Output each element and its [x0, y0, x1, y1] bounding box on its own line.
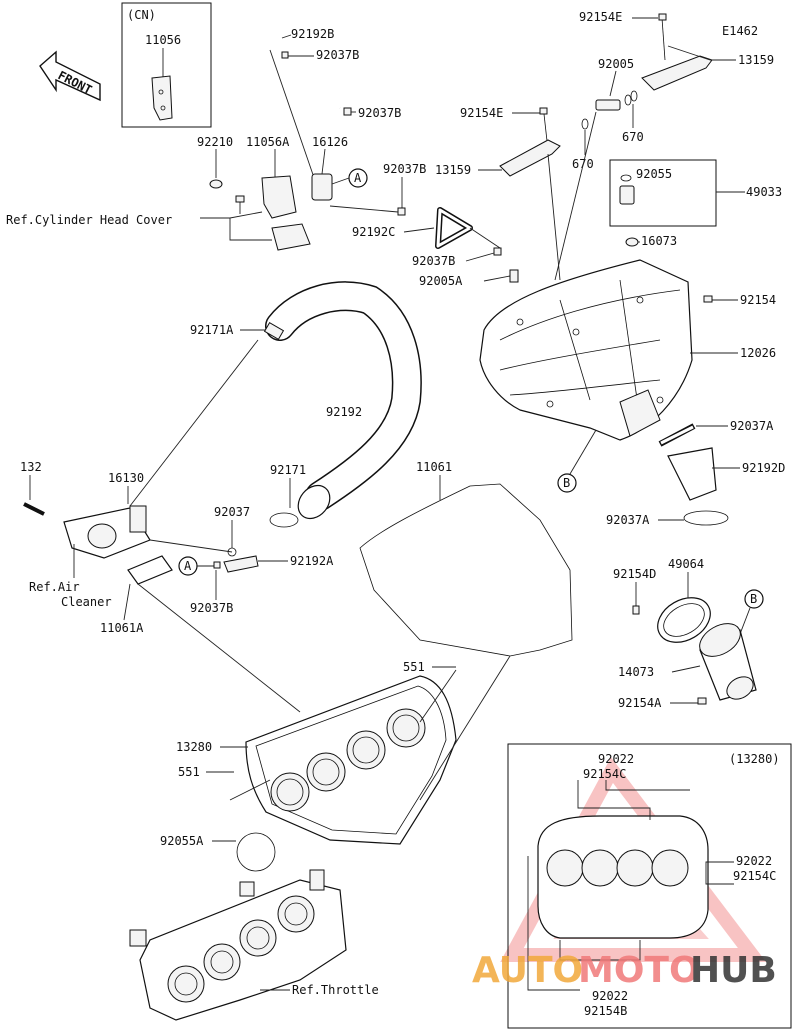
label-13159-1: 13159 — [738, 53, 774, 67]
label-92192B: 92192B — [291, 27, 334, 41]
label-92037A-1: 92037A — [730, 419, 774, 433]
label-92171: 92171 — [270, 463, 306, 477]
label-92037: 92037 — [214, 505, 250, 519]
label-551-1: 551 — [403, 660, 425, 674]
label-92171A: 92171A — [190, 323, 234, 337]
label-92005: 92005 — [598, 57, 634, 71]
inset-cn-tag: (CN) — [127, 8, 156, 22]
label-14073: 14073 — [618, 665, 654, 679]
label-92192C: 92192C — [352, 225, 395, 239]
label-92037B-5: 92037B — [190, 601, 233, 615]
label-92037B-1: 92037B — [316, 48, 359, 62]
bracket-11056A — [261, 175, 297, 219]
label-132: 132 — [20, 460, 42, 474]
callout-a-top-text: A — [354, 171, 362, 185]
label-92037B-2: 92037B — [358, 106, 401, 120]
callout-a-left-text: A — [184, 559, 192, 573]
inset-13280-top-a: 92022 — [598, 752, 634, 766]
inset-13280-bottom-b: 92154B — [584, 1004, 627, 1018]
label-ref-air-1: Ref.Air — [29, 580, 80, 594]
label-16130: 16130 — [108, 471, 144, 485]
label-92037A-2: 92037A — [606, 513, 650, 527]
watermark-moto: MOTO — [578, 950, 700, 991]
label-92154: 92154 — [740, 293, 776, 307]
inset-13280: (13280) 92022 92154C 92022 92154C 92022 … — [507, 743, 792, 1029]
bracket-13159-2 — [499, 139, 561, 177]
label-92037B-3: 92037B — [383, 162, 426, 176]
label-92005A: 92005A — [419, 274, 463, 288]
watermark-hub: HUB — [690, 950, 777, 991]
label-13280: 13280 — [176, 740, 212, 754]
label-92154E-1: 92154E — [579, 10, 622, 24]
label-670-2: 670 — [572, 157, 594, 171]
label-ref-cylinder: Ref.Cylinder Head Cover — [6, 213, 172, 227]
air-cleaner-housing-12026 — [479, 259, 693, 441]
valve-16126 — [311, 173, 333, 201]
label-551-2: 551 — [178, 765, 200, 779]
inset-cn-part: 11056 — [145, 33, 181, 47]
callout-b-right — [744, 589, 764, 609]
diagram-code: E1462 — [722, 24, 758, 38]
inset-13280-bottom-a: 92022 — [592, 989, 628, 1003]
label-92210: 92210 — [197, 135, 233, 149]
label-11056A: 11056A — [246, 135, 290, 149]
valve-49033 — [619, 185, 635, 205]
duct-14073 — [699, 623, 757, 701]
callout-b-left-text: B — [563, 476, 570, 490]
nipple-92005 — [595, 99, 621, 111]
label-16073: 16073 — [641, 234, 677, 248]
watermark-text: AUTO MOTO HUB — [472, 950, 777, 991]
label-670-1: 670 — [622, 130, 644, 144]
nipple-92005A — [509, 269, 519, 283]
label-92154A: 92154A — [618, 696, 662, 710]
hose-92192D — [667, 447, 717, 501]
inset-13280-right-a: 92022 — [736, 854, 772, 868]
inset-13280-right-b: 92154C — [733, 869, 776, 883]
valve-16130 — [63, 505, 151, 559]
callout-b-right-text: B — [750, 592, 757, 606]
label-92055A: 92055A — [160, 834, 204, 848]
inset-13280-tag: (13280) — [729, 752, 780, 766]
label-49033: 49033 — [746, 185, 782, 199]
label-16126: 16126 — [312, 135, 348, 149]
label-92192D: 92192D — [742, 461, 785, 475]
label-92055: 92055 — [636, 167, 672, 181]
plate-13280 — [245, 675, 457, 845]
label-92154E-2: 92154E — [460, 106, 503, 120]
bracket-13159-1 — [641, 55, 713, 91]
inset-cn: (CN) 11056 — [121, 2, 212, 128]
label-12026: 12026 — [740, 346, 776, 360]
throttle-body — [129, 869, 347, 1021]
gasket-11061 — [359, 483, 573, 657]
bracket-11056 — [151, 75, 173, 121]
label-13159-2: 13159 — [435, 163, 471, 177]
label-92192A: 92192A — [290, 554, 334, 568]
label-49064: 49064 — [668, 557, 704, 571]
label-11061A: 11061A — [100, 621, 144, 635]
label-ref-throttle: Ref.Throttle — [292, 983, 379, 997]
inset-13280-top-b: 92154C — [583, 767, 626, 781]
front-arrow: FRONT — [39, 50, 101, 102]
valve-lower — [271, 223, 311, 251]
label-92154D: 92154D — [613, 567, 656, 581]
label-11061: 11061 — [416, 460, 452, 474]
label-ref-air-2: Cleaner — [61, 595, 112, 609]
label-92192: 92192 — [326, 405, 362, 419]
watermark-auto: AUTO — [472, 950, 583, 991]
label-92037B-4: 92037B — [412, 254, 455, 268]
gasket-11061A — [127, 555, 173, 585]
callout-b-left — [557, 473, 577, 493]
